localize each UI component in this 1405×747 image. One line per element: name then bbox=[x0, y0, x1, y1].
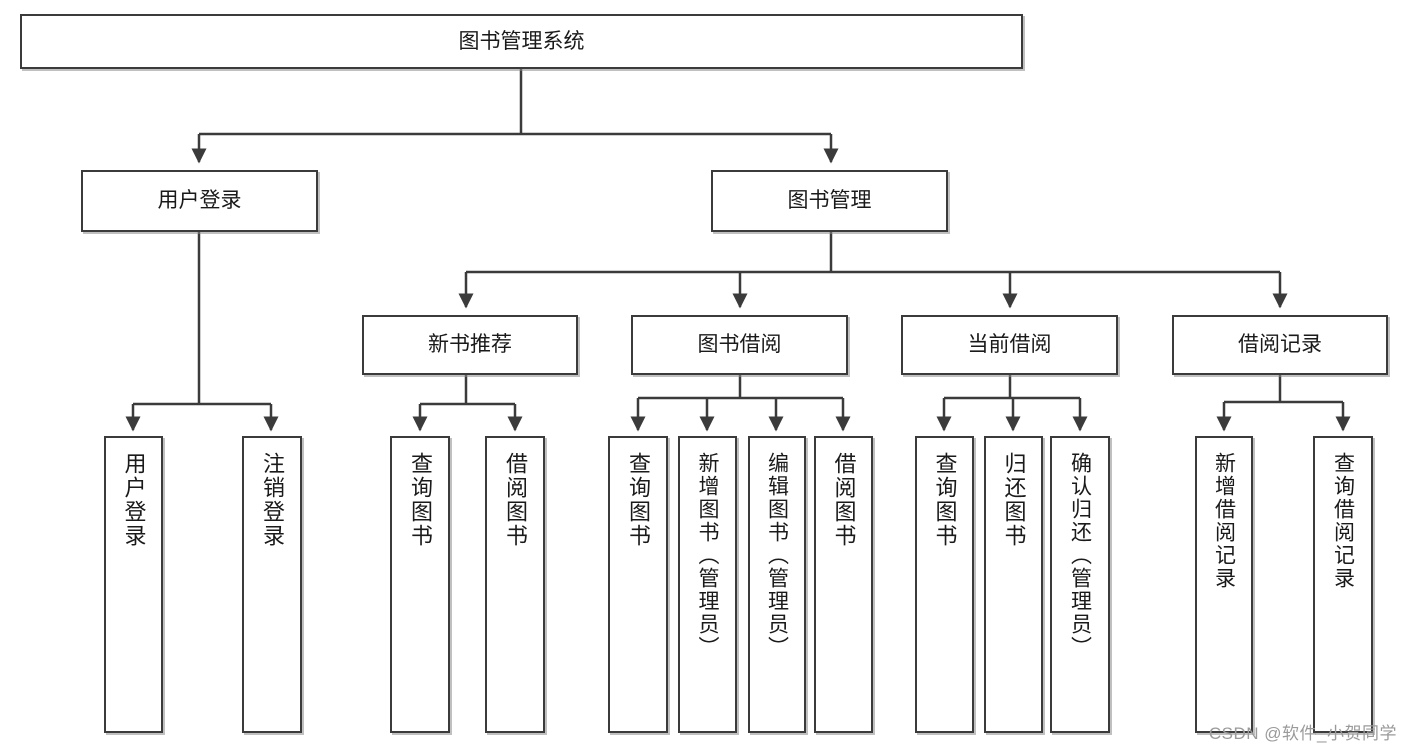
node-label: 图书管理系统 bbox=[458, 29, 585, 53]
node-label: 图书借阅 bbox=[697, 333, 782, 357]
node-label: 编辑图书（管理员） bbox=[765, 452, 789, 659]
node-label: 新增借阅记录 bbox=[1212, 452, 1236, 590]
leaf-new-book-query[interactable]: 查询图书 bbox=[390, 436, 450, 733]
node-label: 确认归还（管理员） bbox=[1068, 452, 1092, 659]
node-label: 借阅图书 bbox=[503, 452, 528, 548]
leaf-book-borrow-query[interactable]: 查询图书 bbox=[608, 436, 668, 733]
leaf-borrow-record-add[interactable]: 新增借阅记录 bbox=[1195, 436, 1253, 733]
node-book-management[interactable]: 图书管理 bbox=[711, 170, 948, 232]
leaf-current-borrow-return[interactable]: 归还图书 bbox=[984, 436, 1043, 733]
leaf-new-book-borrow[interactable]: 借阅图书 bbox=[485, 436, 545, 733]
leaf-user-login-signout[interactable]: 注销登录 bbox=[242, 436, 302, 733]
node-book-borrow[interactable]: 图书借阅 bbox=[631, 315, 848, 375]
leaf-user-login-signin[interactable]: 用户登录 bbox=[104, 436, 163, 733]
node-borrow-record[interactable]: 借阅记录 bbox=[1172, 315, 1388, 375]
node-current-borrow[interactable]: 当前借阅 bbox=[901, 315, 1118, 375]
leaf-book-borrow-edit[interactable]: 编辑图书（管理员） bbox=[748, 436, 806, 733]
node-label: 用户登录 bbox=[157, 189, 242, 213]
node-label: 注销登录 bbox=[260, 452, 285, 548]
node-new-book-recommend[interactable]: 新书推荐 bbox=[362, 315, 578, 375]
node-label: 查询图书 bbox=[932, 452, 958, 548]
node-label: 查询图书 bbox=[626, 452, 651, 548]
leaf-current-borrow-query[interactable]: 查询图书 bbox=[915, 436, 974, 733]
node-label: 新书推荐 bbox=[428, 333, 512, 357]
node-label: 借阅图书 bbox=[831, 452, 857, 548]
node-label: 用户登录 bbox=[121, 452, 147, 548]
node-label: 新增图书（管理员） bbox=[696, 452, 719, 659]
node-label: 借阅记录 bbox=[1238, 333, 1322, 357]
node-label: 查询图书 bbox=[408, 452, 433, 548]
node-label: 图书管理 bbox=[787, 189, 872, 213]
node-label: 归还图书 bbox=[1001, 452, 1027, 548]
leaf-book-borrow-add[interactable]: 新增图书（管理员） bbox=[678, 436, 737, 733]
leaf-book-borrow-lend[interactable]: 借阅图书 bbox=[814, 436, 873, 733]
csdn-watermark: CSDN @软件_小贺同学 bbox=[1208, 724, 1397, 743]
node-user-login[interactable]: 用户登录 bbox=[81, 170, 318, 232]
node-label: 查询借阅记录 bbox=[1331, 452, 1355, 590]
node-label: 当前借阅 bbox=[967, 333, 1052, 357]
leaf-borrow-record-query[interactable]: 查询借阅记录 bbox=[1313, 436, 1373, 733]
node-root-system[interactable]: 图书管理系统 bbox=[20, 14, 1023, 69]
leaf-current-borrow-confirm[interactable]: 确认归还（管理员） bbox=[1050, 436, 1110, 733]
